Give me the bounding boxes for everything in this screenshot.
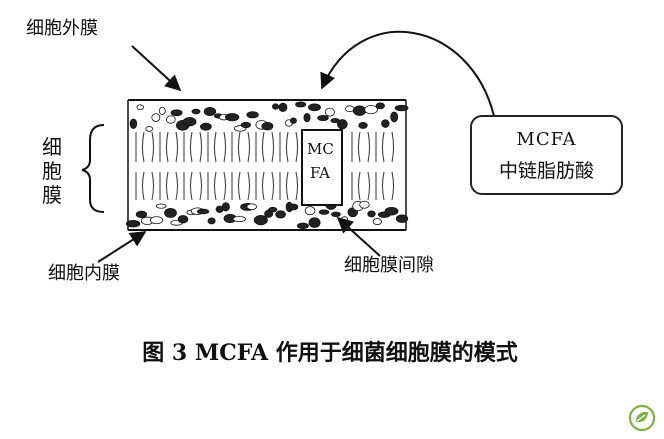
leaf-logo-icon [628, 404, 656, 432]
mcfa-channel [301, 129, 343, 206]
membrane-bracket [81, 124, 105, 213]
callout-abbr: MCFA [516, 129, 577, 150]
arrow-outer-membrane [131, 45, 182, 92]
cell-membrane-label: 细胞膜 [42, 135, 62, 207]
lipid-tails [135, 131, 394, 201]
mcfa-callout-box: MCFA 中链脂肪酸 [470, 115, 623, 195]
figure-caption: 图 3 MCFA 作用于细菌细胞膜的模式 [142, 340, 518, 366]
arrow-mcfa-curve [320, 30, 495, 117]
inner-layer-texture [125, 199, 409, 229]
outer-membrane-label: 细胞外膜 [26, 18, 98, 39]
arrow-membrane-gap [336, 216, 381, 257]
channel-label-line1: MC [307, 140, 334, 158]
membrane-gap-label: 细胞膜间隙 [344, 255, 434, 276]
channel-label-line2: FA [310, 164, 330, 182]
arrow-inner-membrane [97, 231, 147, 263]
callout-name: 中链脂肪酸 [498, 160, 594, 182]
inner-membrane-label: 细胞内膜 [48, 263, 120, 284]
membrane-band [127, 99, 407, 231]
outer-layer-texture [129, 101, 409, 132]
